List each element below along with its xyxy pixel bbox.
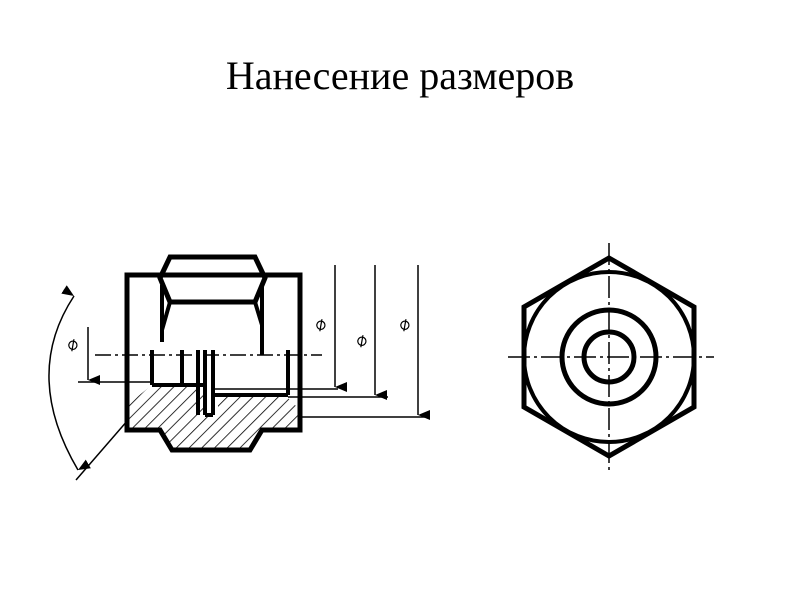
- slide-title: Нанесение размеров: [225, 53, 575, 98]
- diameter-label-3: ⌀: [351, 329, 372, 353]
- inner-bore-circle: [581, 329, 637, 385]
- hex-head-outline: [157, 254, 268, 305]
- angular-extension-line: [75, 419, 129, 481]
- angular-dimension-arc: [48, 285, 91, 471]
- chamfer-circle: [522, 270, 696, 444]
- head-chamfer-left: [160, 285, 172, 342]
- diameter-label-4: ⌀: [394, 313, 415, 337]
- outer-bore-circle: [559, 307, 659, 407]
- side-view: [508, 243, 714, 472]
- diameter-label-1: ⌀: [62, 333, 83, 357]
- hexagon-outline: [521, 255, 697, 459]
- section-hatch: [127, 385, 300, 450]
- diameter-label-2: ⌀: [310, 313, 331, 337]
- head-chamfer-right: [253, 285, 264, 355]
- front-view: [95, 254, 322, 453]
- body-outline: [124, 272, 303, 453]
